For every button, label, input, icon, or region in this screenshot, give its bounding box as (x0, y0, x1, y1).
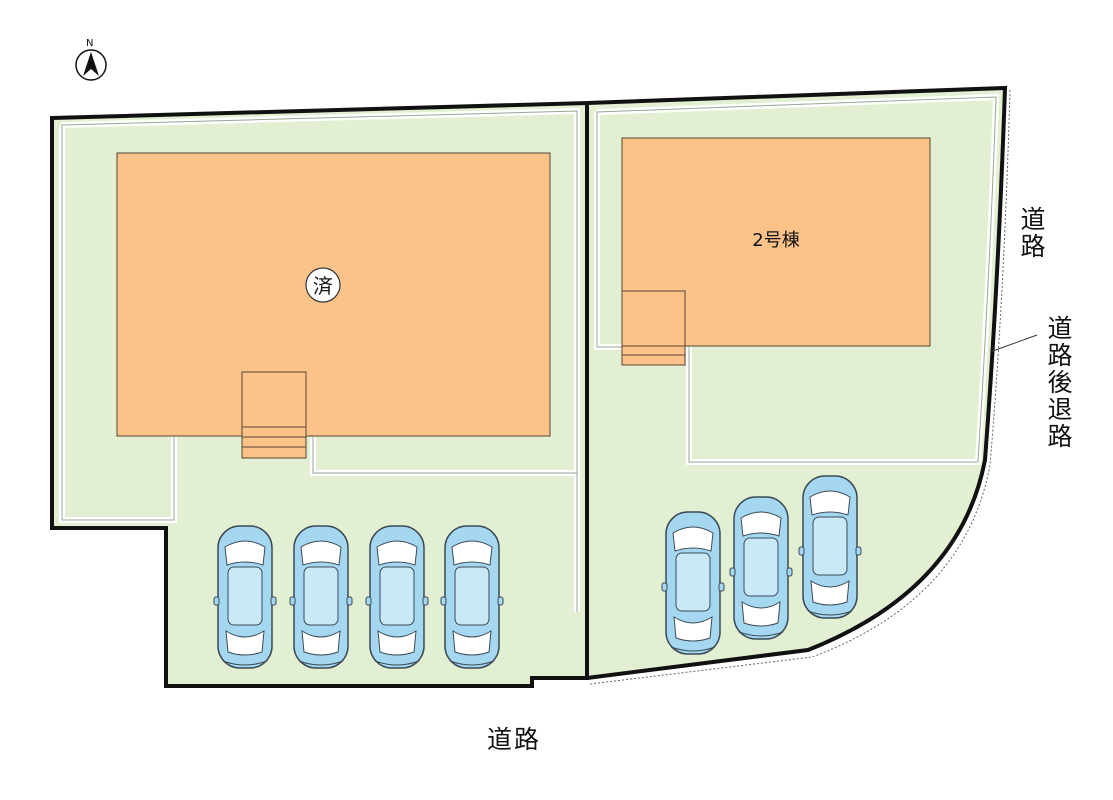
car-icon (798, 475, 862, 619)
building-lot-2 (621, 137, 931, 366)
building-lot-1 (116, 152, 551, 459)
sold-marker-text: 済 (313, 274, 333, 298)
road-label-east: 道路 (1017, 206, 1046, 260)
inner-boundary-strokes (61, 96, 997, 612)
sold-marker: 済 (305, 267, 341, 303)
road-setback-line (589, 89, 1011, 685)
setback-leader-line (989, 334, 1038, 353)
road-label-south: 道路 (487, 725, 542, 754)
compass-letter: N (86, 38, 93, 49)
car-icon (661, 511, 725, 655)
car-icon (289, 525, 353, 669)
car-icon (365, 525, 429, 669)
road-setback-label: 道路後退路 (1044, 315, 1073, 450)
lot-boundaries (50, 85, 1008, 688)
building-2-label: 2号棟 (752, 230, 799, 251)
car-icon (213, 525, 277, 669)
car-icon (729, 496, 793, 640)
car-icon (440, 525, 504, 669)
north-arrow-icon (75, 49, 107, 81)
